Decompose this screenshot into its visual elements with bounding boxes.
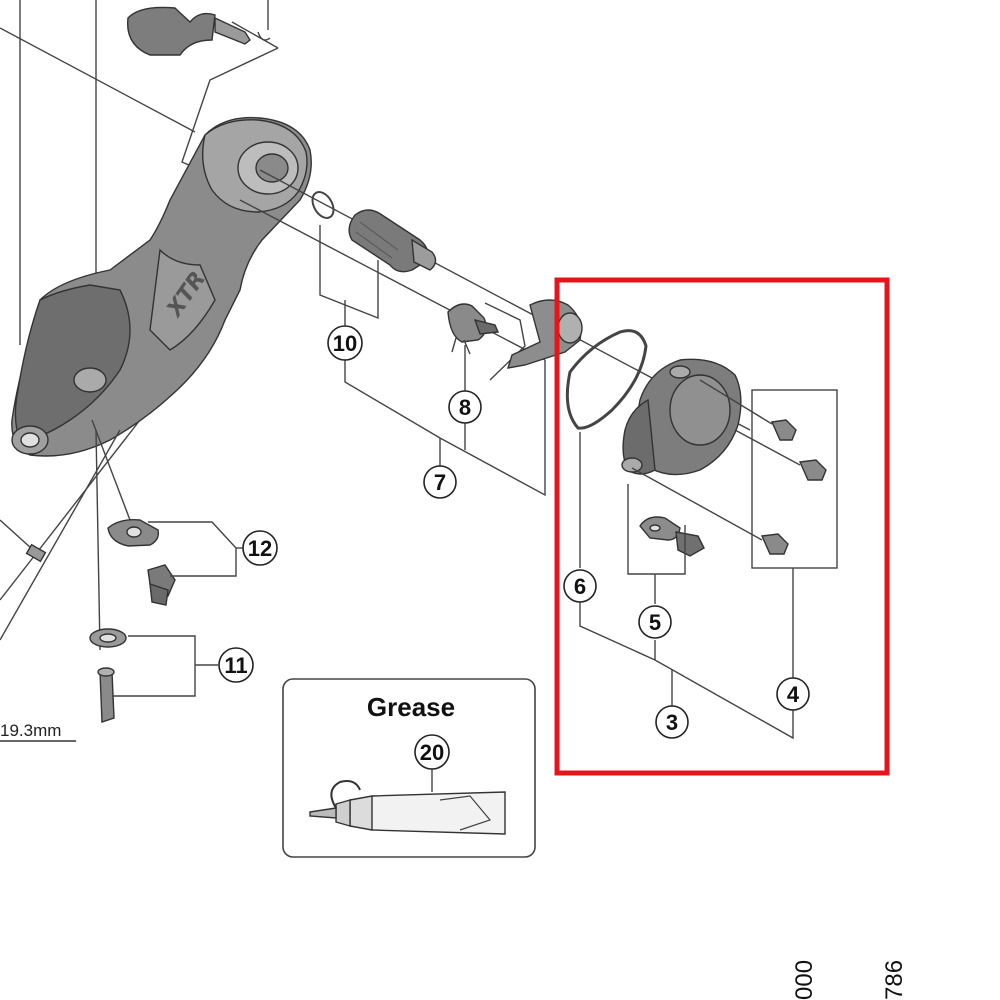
svg-text:11: 11 xyxy=(224,653,247,678)
grease-label: Grease xyxy=(367,692,455,722)
bracket-part xyxy=(484,299,583,381)
spring-clip-part xyxy=(447,303,500,355)
callout-11: 11 xyxy=(218,647,254,683)
svg-text:4: 4 xyxy=(787,682,800,707)
callout-12: 12 xyxy=(242,530,278,566)
svg-text:3: 3 xyxy=(666,710,678,735)
bracket-lines-left xyxy=(319,225,546,497)
callout-8: 8 xyxy=(448,390,482,424)
svg-text:20: 20 xyxy=(420,740,444,765)
bracket-lines-right xyxy=(579,389,838,740)
callout-10: 10 xyxy=(327,325,363,361)
clip-part xyxy=(639,516,705,557)
grease-tube-icon xyxy=(309,780,506,835)
callout-4: 4 xyxy=(776,677,810,711)
top-leader-lines xyxy=(0,0,279,380)
svg-text:5: 5 xyxy=(649,610,661,635)
dimension-label: 19.3mm xyxy=(0,721,61,740)
grease-panel: Grease xyxy=(282,678,536,858)
callout-7: 7 xyxy=(423,465,457,499)
svg-text:10: 10 xyxy=(333,331,357,356)
top-clamp-part xyxy=(126,0,271,56)
highlight-box xyxy=(554,277,890,776)
small-o-ring xyxy=(311,191,335,219)
pivot-bushing xyxy=(348,209,437,273)
cover-housing xyxy=(621,358,742,476)
model-label-1: 000 xyxy=(791,960,818,1000)
svg-text:7: 7 xyxy=(434,470,446,495)
svg-text:12: 12 xyxy=(248,536,272,561)
callout-5: 5 xyxy=(638,605,672,639)
callout-3: 3 xyxy=(655,705,689,739)
callout-6: 6 xyxy=(563,569,597,603)
callout-20: 20 xyxy=(414,734,450,770)
lower-left-parts xyxy=(0,419,243,723)
svg-text:8: 8 xyxy=(459,395,471,420)
model-label-2: 786 xyxy=(881,960,908,1000)
svg-text:6: 6 xyxy=(574,574,586,599)
cover-screws xyxy=(631,379,827,555)
large-o-ring xyxy=(565,329,648,430)
derailleur-body: XTR xyxy=(11,116,312,457)
